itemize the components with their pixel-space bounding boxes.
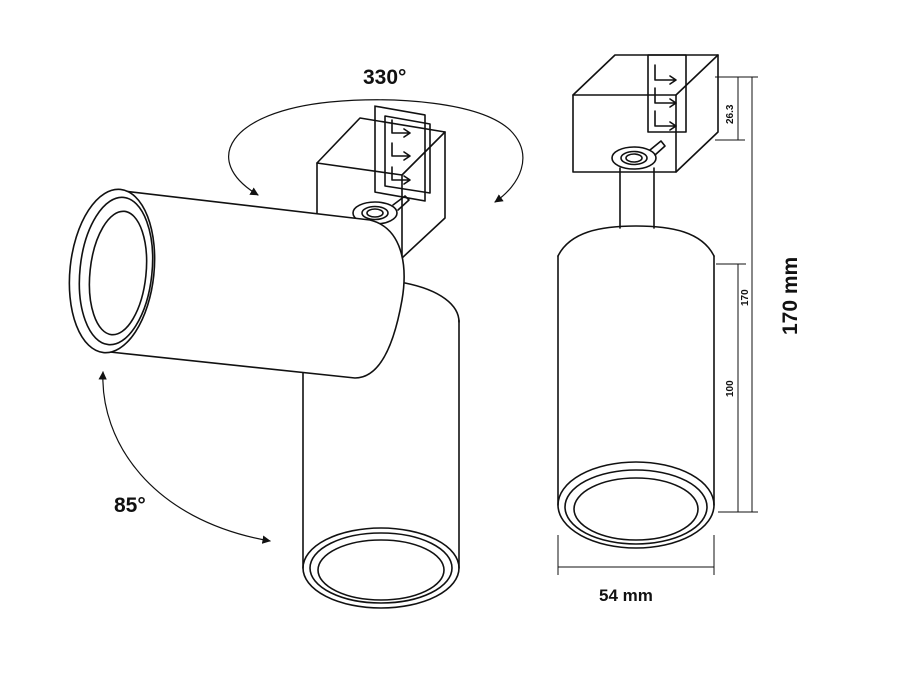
stem	[619, 167, 655, 229]
front-ring-inner	[573, 477, 699, 541]
dim-width-line	[557, 535, 715, 575]
front-ring-mid	[564, 469, 708, 545]
lower-ring-outer	[302, 527, 460, 609]
front-ring-outer	[557, 461, 715, 549]
lower-cylinder	[302, 282, 460, 609]
lower-ring-inner	[317, 539, 445, 601]
dim-body-line	[716, 263, 746, 512]
rotation-arc	[228, 99, 524, 203]
width-label: 54 mm	[599, 586, 653, 605]
perspective-view	[68, 99, 524, 609]
front-cylinder	[557, 225, 715, 549]
body-height-label: 100	[725, 380, 736, 397]
rotation-label: 330°	[363, 66, 406, 89]
dim-connector-line	[715, 76, 745, 141]
tilted-ring-inner	[88, 210, 148, 336]
lower-ring-mid	[309, 532, 453, 604]
tilted-cylinder	[68, 188, 405, 379]
tilt-label: 85°	[114, 494, 146, 517]
front-view	[557, 54, 719, 549]
dimension-lines	[557, 76, 758, 575]
tilt-arc	[98, 371, 271, 544]
tilted-ring-outer	[68, 188, 156, 354]
total-height-label: 170 mm	[779, 257, 802, 335]
track-adapter-right	[572, 54, 719, 173]
connector-height-label: 26.3	[725, 104, 736, 124]
tilted-ring-mid	[78, 196, 154, 346]
small-total-label: 170	[740, 289, 751, 306]
